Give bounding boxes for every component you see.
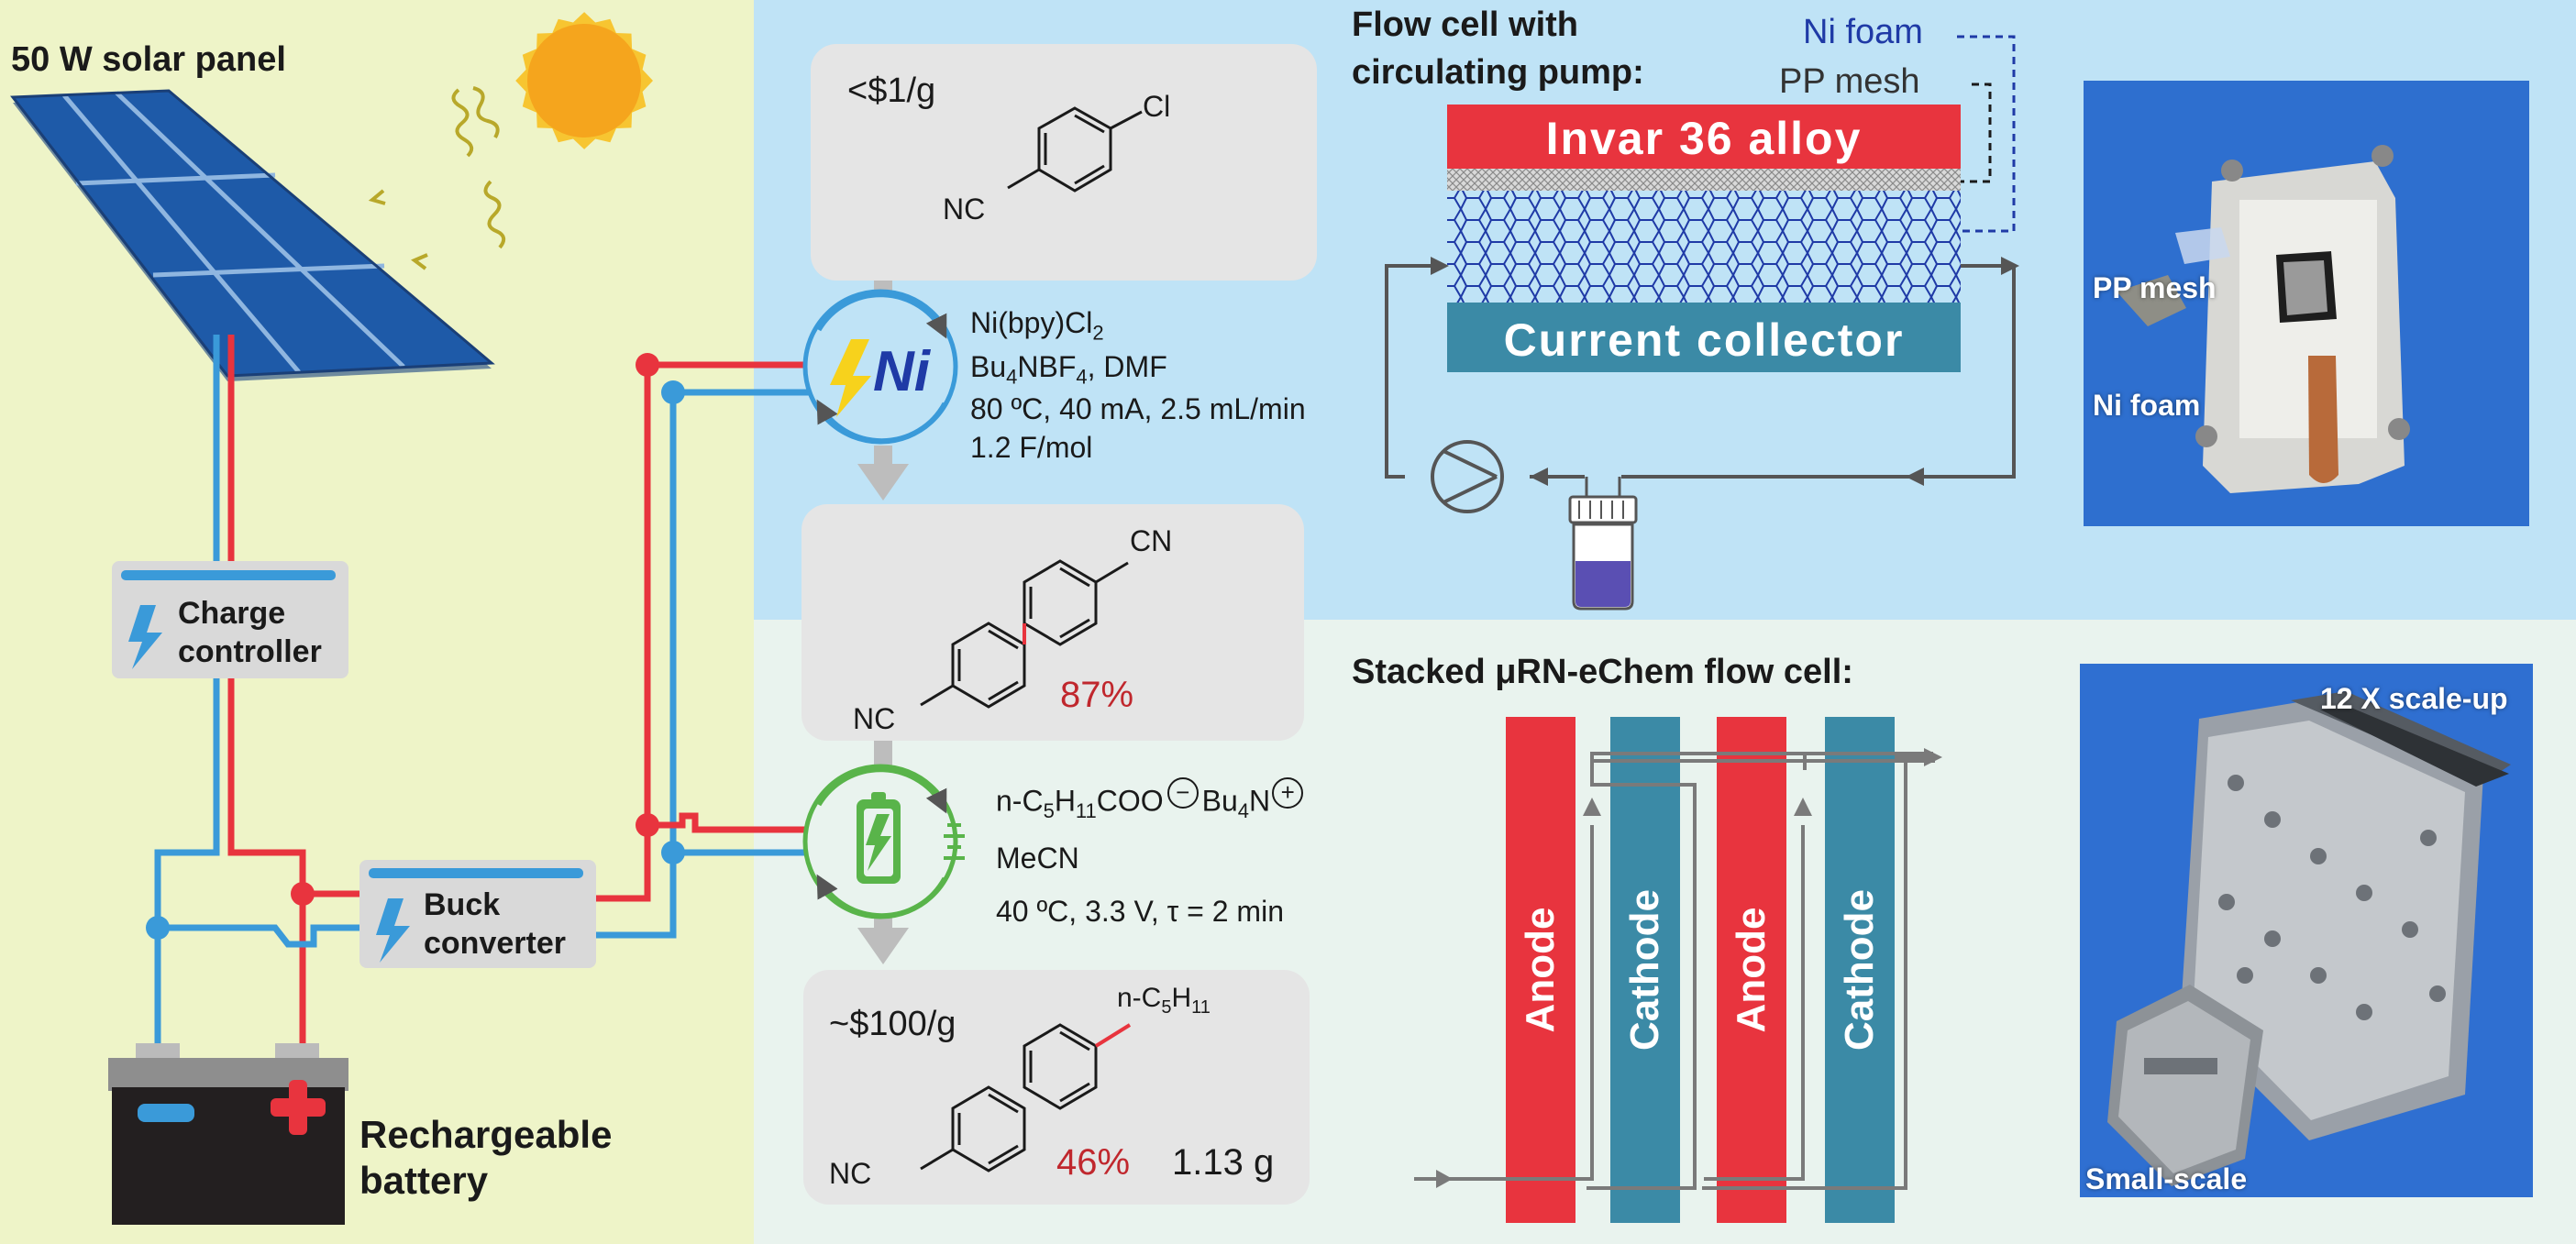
anode-label-1: Anode bbox=[1518, 907, 1563, 1033]
lightning-icon bbox=[128, 605, 162, 669]
product-mass: 1.13 g bbox=[1172, 1142, 1275, 1183]
charge-controller-label-2: controller bbox=[178, 634, 322, 669]
flow-cell-title-1: Flow cell with bbox=[1352, 6, 1579, 44]
product-nc: NC bbox=[829, 1157, 872, 1190]
start-cl: Cl bbox=[1143, 90, 1171, 123]
lightning-icon bbox=[376, 898, 410, 963]
intermediate-cn: CN bbox=[1130, 524, 1173, 557]
stacked-cell-photo: 12 X scale-up Small-scale bbox=[2080, 664, 2533, 1197]
nickel-symbol: Ni bbox=[873, 340, 930, 403]
pp-mesh-label: PP mesh bbox=[1779, 62, 1920, 101]
step2-conditions-1: n-C5H11COO−Bu4N+ bbox=[996, 777, 1304, 823]
buck-converter-label-2: converter bbox=[424, 926, 566, 961]
intermediate-yield: 87% bbox=[1060, 675, 1134, 715]
step2-conditions-3: 40 ºC, 3.3 V, τ = 2 min bbox=[996, 895, 1284, 928]
anode-bar-1 bbox=[1506, 717, 1575, 1223]
anode-label-2: Anode bbox=[1729, 907, 1774, 1033]
plus-charge: + bbox=[1272, 777, 1304, 809]
cathode-label-1: Cathode bbox=[1622, 889, 1667, 1051]
photo-small-scale-label: Small-scale bbox=[2085, 1162, 2248, 1195]
stack-electrodes bbox=[1506, 717, 1895, 1223]
molecule-start bbox=[1007, 106, 1143, 193]
product-price: ~$100/g bbox=[829, 1005, 956, 1043]
solar-panel-icon bbox=[10, 89, 495, 381]
solar-panel-label: 50 W solar panel bbox=[11, 40, 286, 79]
current-collector-label: Current collector bbox=[1503, 314, 1905, 366]
intermediate-nc: NC bbox=[853, 702, 896, 735]
anode-bar-2 bbox=[1717, 717, 1786, 1223]
start-nc: NC bbox=[943, 193, 986, 226]
cathode-bar-1 bbox=[1610, 717, 1680, 1223]
minus-charge: − bbox=[1166, 777, 1199, 809]
step1-conditions-2: Bu4NBF4, DMF bbox=[970, 350, 1167, 389]
flow-cell-title-2: circulating pump: bbox=[1352, 53, 1644, 92]
sunlight-rays bbox=[451, 86, 506, 249]
flow-cell-photo: PP mesh Ni foam bbox=[2084, 81, 2529, 526]
product-alkyl: n-C5H11 bbox=[1117, 983, 1211, 1018]
starting-material-box bbox=[811, 44, 1317, 281]
charge-controller-box bbox=[112, 561, 348, 678]
battery-label-1: Rechargeable bbox=[359, 1113, 613, 1156]
intermediate-box bbox=[802, 504, 1304, 741]
buck-converter-box bbox=[359, 860, 596, 968]
photo-ni-foam-label: Ni foam bbox=[2093, 389, 2201, 422]
photo-scaleup-label: 12 X scale-up bbox=[2320, 682, 2508, 715]
pump-icon bbox=[1431, 440, 1504, 513]
battery-icon bbox=[108, 1043, 348, 1225]
charge-controller-label-1: Charge bbox=[178, 596, 286, 631]
product-box bbox=[803, 970, 1310, 1205]
cathode-label-2: Cathode bbox=[1837, 889, 1882, 1051]
stack-title: Stacked μRN-eChem flow cell: bbox=[1352, 653, 1853, 691]
start-price: <$1/g bbox=[847, 72, 936, 110]
photo-pp-mesh-label: PP mesh bbox=[2093, 271, 2217, 304]
product-yield: 46% bbox=[1056, 1142, 1131, 1183]
ni-foam-label: Ni foam bbox=[1803, 13, 1923, 51]
pp-mesh-layer bbox=[1447, 169, 1961, 191]
reservoir-vial-icon bbox=[1568, 477, 1638, 611]
step1-conditions-1: Ni(bpy)Cl2 bbox=[970, 306, 1104, 345]
sun-icon bbox=[515, 12, 653, 149]
step2-conditions-2: MeCN bbox=[996, 842, 1079, 875]
wire-junctions bbox=[146, 353, 685, 940]
step1-conditions-3: 80 ºC, 40 mA, 2.5 mL/min bbox=[970, 392, 1306, 425]
battery-label-2: battery bbox=[359, 1159, 489, 1202]
cathode-bar-2 bbox=[1825, 717, 1895, 1223]
molecule-intermediate bbox=[920, 559, 1129, 709]
nickel-catalyst-icon bbox=[802, 289, 958, 445]
invar-label: Invar 36 alloy bbox=[1545, 113, 1863, 164]
step1-conditions-4: 1.2 F/mol bbox=[970, 431, 1093, 464]
electrochemistry-icon bbox=[802, 764, 965, 919]
current-collector-plate bbox=[1447, 303, 1961, 372]
invar-plate bbox=[1447, 105, 1961, 169]
buck-converter-label-1: Buck bbox=[424, 887, 501, 922]
